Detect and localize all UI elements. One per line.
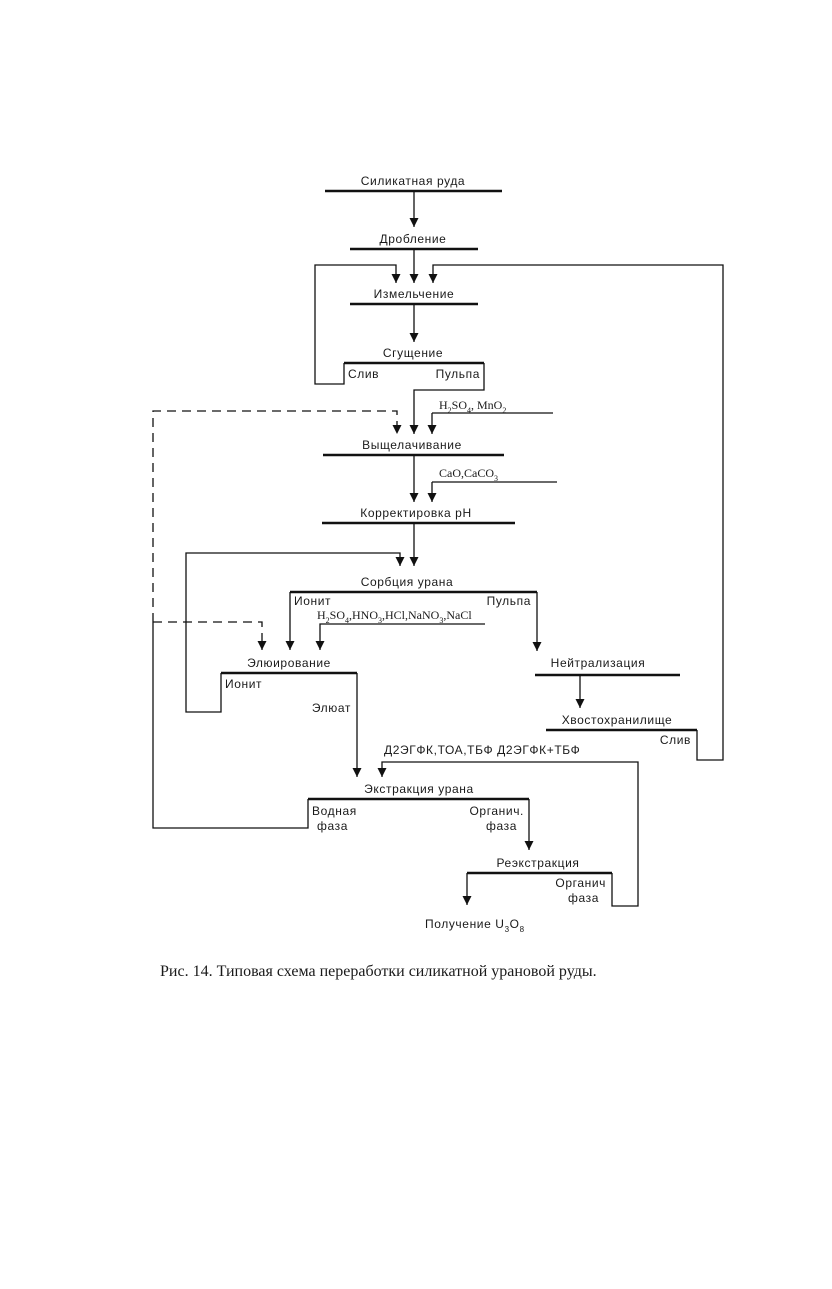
node-crushing: Дробление bbox=[380, 232, 447, 246]
stream-sorption-resin: Ионит bbox=[294, 594, 331, 608]
node-grinding: Измельчение bbox=[374, 287, 455, 301]
stream-aqueous-phase-line1: Водная bbox=[312, 804, 357, 818]
node-neutralization: Нейтрализация bbox=[551, 656, 646, 670]
node-extraction: Экстракция урана bbox=[364, 782, 474, 796]
flow-dashed-recycle-to-elution bbox=[153, 621, 267, 650]
node-leaching: Выщелачивание bbox=[362, 438, 462, 452]
node-thickening: Сгущение bbox=[383, 346, 443, 360]
reagent-ph-correction: CaO,CaCO3 bbox=[439, 466, 498, 483]
flow-dashed-recycle-to-leaching bbox=[152, 410, 402, 622]
stream-organic-phase-line1: Органич. bbox=[469, 804, 524, 818]
flow-thickening-overflow-recycle bbox=[314, 264, 401, 385]
flow-resin-return-to-sorption bbox=[185, 552, 405, 713]
figure-caption: Рис. 14. Типовая схема переработки силик… bbox=[160, 963, 597, 980]
node-sorption: Сорбция урана bbox=[361, 575, 454, 589]
node-reextraction: Реэкстракция bbox=[496, 856, 579, 870]
stream-tailings-overflow: Слив bbox=[660, 733, 691, 747]
stream-organic-phase-line2: фаза bbox=[486, 819, 517, 833]
flow-thickening-pulp-to-leaching bbox=[409, 363, 485, 434]
stream-thickening-overflow: Слив bbox=[348, 367, 379, 381]
node-ore: Силикатная руда bbox=[361, 174, 465, 188]
stream-thickening-pulp: Пульпа bbox=[436, 367, 480, 381]
flow-elution-reagents bbox=[315, 623, 485, 650]
flow-tailings-overflow-recycle bbox=[428, 264, 724, 761]
stream-reextraction-organic-line1: Органич bbox=[555, 876, 606, 890]
node-ph-correction: Корректировка pH bbox=[360, 506, 471, 520]
node-tailings: Хвостохранилище bbox=[562, 713, 673, 727]
stream-sorption-pulp: Пульпа bbox=[487, 594, 531, 608]
stream-reextraction-organic-line2: фаза bbox=[568, 891, 599, 905]
reagent-elution: H2SO4,HNO3,HCl,NaNO3,NaCl bbox=[317, 608, 472, 625]
stream-aqueous-phase-line2: фаза bbox=[317, 819, 348, 833]
reagent-leaching: H2SO4, MnO2 bbox=[439, 398, 506, 415]
stream-eluate: Элюат bbox=[312, 701, 351, 715]
node-product: Получение U3O8 bbox=[425, 917, 525, 934]
flow-aqueous-phase-return bbox=[152, 622, 309, 829]
flow-organic-return-to-extraction bbox=[377, 761, 639, 907]
node-elution: Элюирование bbox=[247, 656, 331, 670]
reagent-extractants: Д2ЭГФК,ТОА,ТБФ Д2ЭГФК+ТБФ bbox=[384, 743, 580, 757]
stream-elution-resin: Ионит bbox=[225, 677, 262, 691]
